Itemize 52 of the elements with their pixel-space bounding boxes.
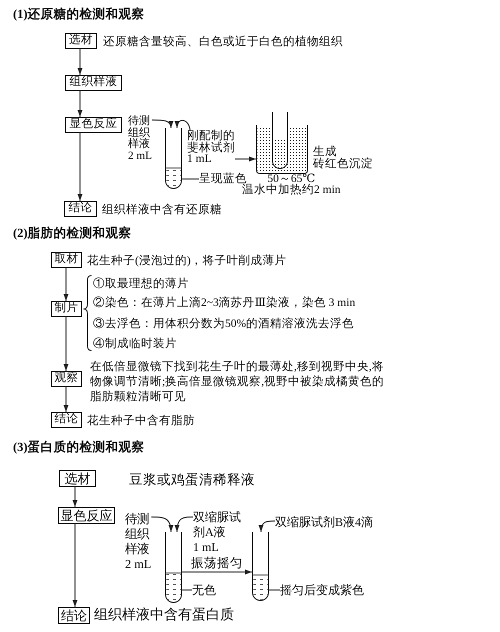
step-label: 结论	[54, 414, 78, 426]
step-label: 显色反应	[60, 509, 112, 522]
curved-arrow	[174, 516, 194, 532]
reagent-label: 待测组织样液2 mL	[125, 512, 152, 572]
curved-arrow	[150, 516, 174, 532]
reagent-label: 双缩脲试剂A液1 mL	[193, 510, 241, 555]
leader-line	[182, 178, 200, 180]
curved-arrow	[151, 120, 173, 128]
step-item: ③去浮色：用体积分数为50%的酒精溶液洗去浮色	[93, 317, 354, 331]
step-label: 显色反应	[70, 119, 118, 131]
step-box	[65, 117, 122, 133]
step-label: 选材	[64, 472, 90, 485]
description-text: 组织样液中含有蛋白质	[94, 607, 234, 625]
step-item: ④制成临时装片	[93, 337, 177, 351]
step-label: 制片	[54, 303, 78, 315]
reagent-label: 双缩脲试剂B液4滴	[275, 515, 374, 530]
step-label: 结论	[68, 203, 92, 215]
result-label: 无色	[192, 582, 216, 598]
arrow	[64, 316, 68, 372]
result-label: 生成砖红色沉淀	[313, 146, 373, 170]
arrow	[72, 486, 78, 508]
step-label: 取材	[54, 254, 78, 266]
section-heading: (1)还原糖的检测和观察	[13, 6, 145, 22]
arrow	[78, 132, 82, 202]
arrow	[234, 156, 256, 162]
arrow	[78, 48, 82, 76]
step-label: 观察	[54, 373, 78, 385]
reagent-label: 刚配制的斐林试剂1 mL	[187, 131, 235, 166]
step-label: 结论	[61, 609, 87, 622]
step-label: 选材	[69, 35, 93, 47]
result-label: 摇匀后变成紫色	[280, 582, 364, 598]
arrow	[182, 570, 252, 574]
description-text: 在低倍显微镜下找到花生子叶的最薄处,移到视野中央,将物像调节清晰;换高倍显微镜观察,视野中被染成橘黄色的脂肪颗粒清晰可见	[90, 360, 384, 405]
step-item: ②染色：在薄片上滴2~3滴苏丹Ⅲ染液，染色 3 min	[93, 296, 356, 310]
step-box	[65, 75, 122, 91]
section-heading: (2)脂肪的检测和观察	[13, 225, 132, 241]
step-label: 组织样液	[70, 77, 118, 89]
step-item: ①取最理想的薄片	[93, 277, 189, 291]
curved-arrow	[175, 120, 190, 132]
arrow	[64, 386, 68, 412]
reagent-label: 待测组织样液2 mL	[128, 116, 152, 162]
description-text: 花生种子中含有脂肪	[87, 414, 195, 428]
description-text: 花生种子(浸泡过的)，将子叶削成薄片	[87, 254, 287, 268]
arrow	[72, 524, 78, 608]
description-text: 豆浆或鸡蛋清稀释液	[129, 471, 255, 488]
description-text: 组织样液中含有还原糖	[102, 203, 222, 217]
curved-arrow	[258, 520, 276, 532]
arrow	[78, 90, 82, 118]
section-heading: (3)蛋白质的检测和观察	[13, 439, 145, 455]
arrow	[64, 268, 68, 302]
edge-label: 振荡摇匀	[190, 556, 244, 570]
description-text: 还原糖含量较高、白色或近于白色的植物组织	[103, 35, 343, 49]
